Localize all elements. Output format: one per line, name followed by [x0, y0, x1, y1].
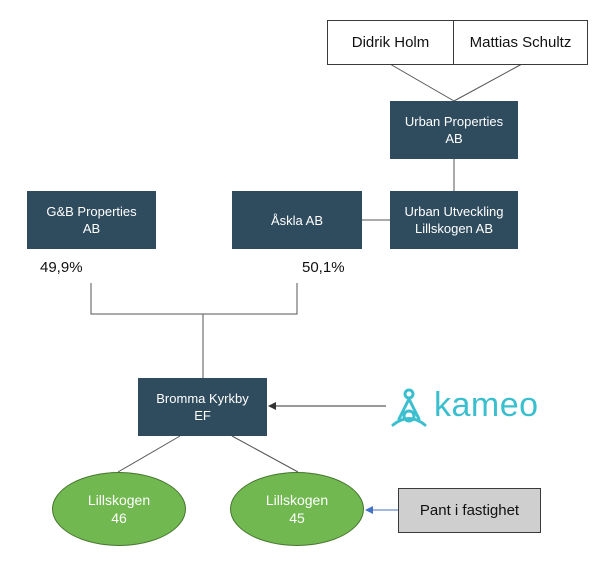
- share-label-askla: 50,1%: [302, 259, 345, 276]
- line-askla-branch: [203, 283, 298, 315]
- property-ellipse-lillskogen-46: Lillskogen 46: [52, 472, 186, 546]
- entity-box-urban-utveckling: Urban Utveckling Lillskogen AB: [390, 191, 518, 249]
- kameo-logo-wordmark: kameo: [434, 386, 539, 424]
- line-bromma-to-lillskogen46: [117, 435, 181, 473]
- line-bromma-to-lillskogen45: [231, 435, 299, 473]
- line-owner1-to-urban: [389, 63, 455, 102]
- owner-box-mattias-schultz: Mattias Schultz: [453, 20, 588, 65]
- share-label-gb: 49,9%: [40, 259, 83, 276]
- entity-label-askla: Åskla AB: [270, 212, 324, 228]
- entity-label-gb-properties: G&B Properties AB: [46, 204, 137, 236]
- property-label-lillskogen-46: Lillskogen 46: [87, 492, 151, 526]
- line-owner2-to-urban: [453, 63, 523, 102]
- entity-box-askla: Åskla AB: [232, 191, 362, 249]
- owner-label-1: Didrik Holm: [351, 34, 430, 51]
- entity-box-bromma-kyrkby: Bromma Kyrkby EF: [138, 378, 267, 436]
- kameo-logo-icon: [391, 388, 427, 427]
- collateral-box: Pant i fastighet: [398, 488, 541, 533]
- property-ellipse-lillskogen-45: Lillskogen 45: [230, 472, 364, 546]
- collateral-label: Pant i fastighet: [419, 502, 520, 519]
- entity-box-gb-properties: G&B Properties AB: [27, 191, 156, 249]
- entity-label-urban-utveckling: Urban Utveckling Lillskogen AB: [404, 204, 504, 236]
- line-gb-branch: [90, 283, 203, 315]
- owner-box-didrik-holm: Didrik Holm: [327, 20, 454, 65]
- kameo-logo: kameo: [388, 386, 548, 432]
- owner-label-2: Mattias Schultz: [469, 34, 572, 51]
- entity-label-urban-properties: Urban Properties AB: [404, 114, 504, 146]
- entity-box-urban-properties: Urban Properties AB: [390, 101, 518, 159]
- property-label-lillskogen-45: Lillskogen 45: [265, 492, 329, 526]
- entity-label-bromma-kyrkby: Bromma Kyrkby EF: [156, 391, 249, 423]
